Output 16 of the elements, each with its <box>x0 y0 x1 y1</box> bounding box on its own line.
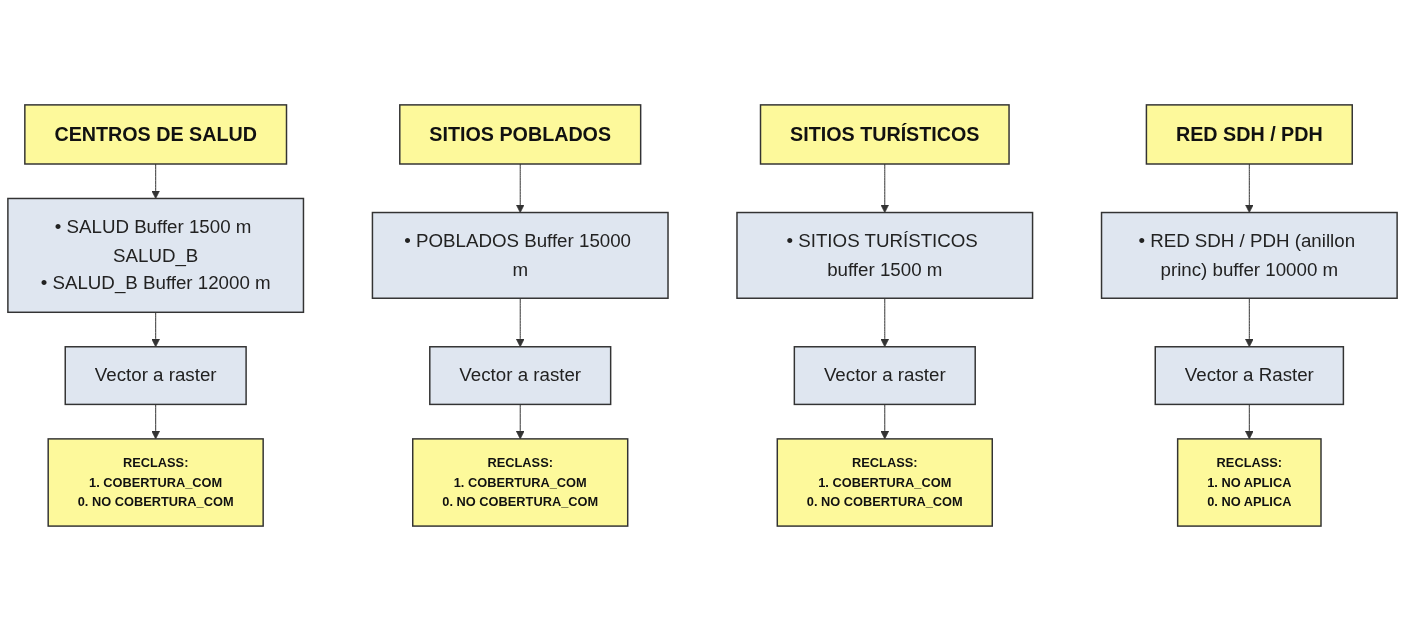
node-box: • SALUD Buffer 1500 m SALUD_B • SALUD_B Buffer 12000 m <box>7 197 305 313</box>
node-box: RECLASS: 1. NO APLICA 0. NO APLICA <box>1176 437 1322 527</box>
node-box: Vector a raster <box>793 345 976 405</box>
node-box: • SITIOS TURÍSTICOS buffer 1500 m <box>736 211 1034 299</box>
node-box: • POBLADOS Buffer 15000 m <box>371 211 669 299</box>
node-box: RECLASS: 1. COBERTURA_COM 0. NO COBERTURA_COM <box>776 437 993 527</box>
node-box: SITIOS TURÍSTICOS <box>759 103 1010 165</box>
node-box: RECLASS: 1. COBERTURA_COM 0. NO COBERTURA_COM <box>47 437 264 527</box>
node-box: Vector a raster <box>429 345 612 405</box>
node-box: Vector a Raster <box>1154 345 1345 405</box>
node-box: CENTROS DE SALUD <box>24 103 288 165</box>
node-box: • RED SDH / PDH (anillon princ) buffer 10000 m <box>1100 211 1398 299</box>
node-box: RED SDH / PDH <box>1145 103 1353 165</box>
node-box: SITIOS POBLADOS <box>399 103 642 165</box>
node-box: RECLASS: 1. COBERTURA_COM 0. NO COBERTURA_COM <box>412 437 629 527</box>
node-box: Vector a raster <box>64 345 247 405</box>
